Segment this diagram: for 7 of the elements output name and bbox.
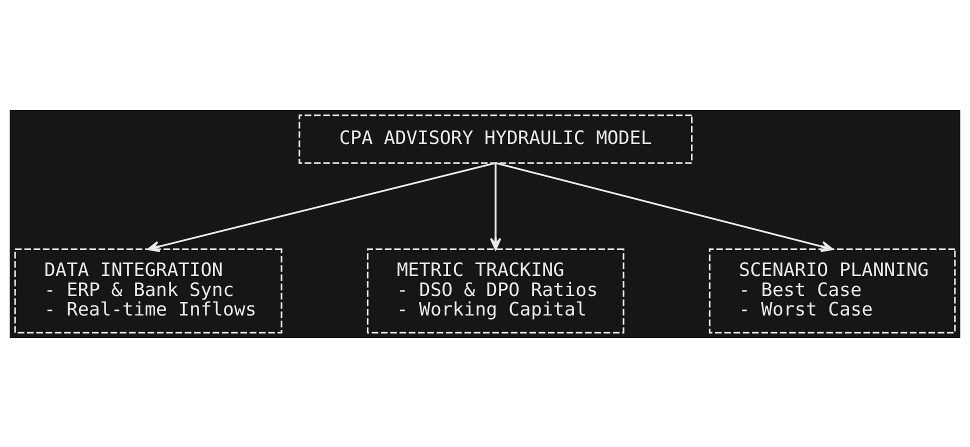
arrow bbox=[495, 162, 834, 252]
node-box: SCENARIO PLANNING - Best Case - Worst Case bbox=[708, 248, 956, 333]
node-box: CPA ADVISORY HYDRAULIC MODEL bbox=[298, 114, 693, 164]
arrow bbox=[490, 162, 502, 250]
arrow bbox=[147, 162, 496, 252]
node-box: DATA INTEGRATION - ERP & Bank Sync - Real-time Inflows bbox=[14, 248, 282, 333]
node-box: METRIC TRACKING - DSO & DPO Ratios - Working Capital bbox=[366, 248, 624, 333]
